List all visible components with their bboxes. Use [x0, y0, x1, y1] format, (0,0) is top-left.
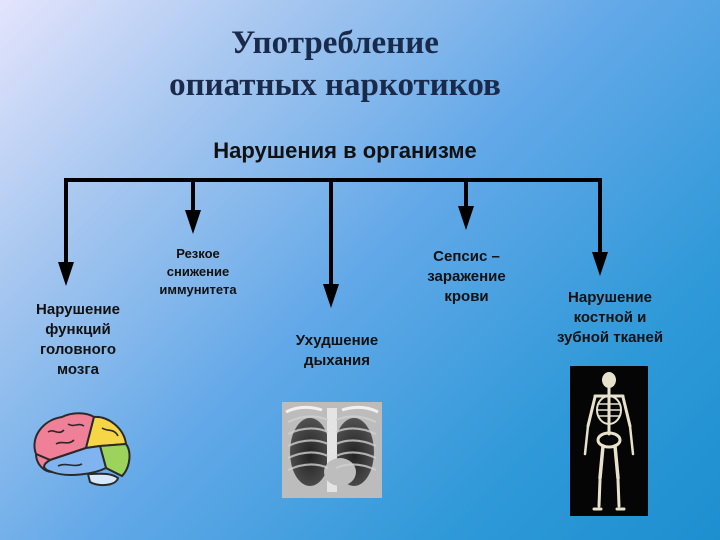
- effect-5-line-2: костной и: [573, 309, 647, 326]
- chest-xray-icon: [282, 402, 382, 498]
- brain-icon: [33, 412, 131, 487]
- arrow-to-effect-5: [592, 178, 608, 276]
- arrow-to-effect-4: [458, 178, 474, 230]
- effect-2-line-2: снижение: [166, 264, 230, 279]
- effect-5-line-1: Нарушение: [568, 289, 652, 306]
- slide-title: Употребление опиатных наркотиков: [0, 22, 670, 106]
- diagram-heading: Нарушения в организме: [213, 138, 477, 163]
- title-line-2: опиатных наркотиков: [169, 67, 501, 103]
- effect-label-brain: Нарушение функций головного мозга: [18, 300, 138, 380]
- effect-label-breathing: Ухудшение дыхания: [272, 331, 402, 371]
- effect-label-bone: Нарушение костной и зубной тканей: [538, 288, 682, 348]
- title-line-1: Употребление: [231, 25, 439, 61]
- effect-4-line-1: Сепсис –: [433, 248, 500, 265]
- effect-5-line-3: зубной тканей: [556, 329, 664, 346]
- effect-1-line-1: Нарушение: [36, 301, 120, 318]
- effect-2-line-3: иммунитета: [159, 282, 237, 297]
- effect-2-line-1: Резкое: [176, 246, 220, 261]
- arrow-to-effect-2: [185, 178, 201, 234]
- effect-4-line-2: заражение: [427, 268, 506, 285]
- arrow-to-effect-1: [58, 178, 74, 286]
- effect-3-line-1: Ухудшение: [295, 332, 379, 349]
- effect-1-line-2: функций: [45, 321, 111, 338]
- effect-1-line-4: мозга: [57, 361, 99, 378]
- skeleton-icon: [570, 366, 648, 516]
- effect-label-immunity: Резкое снижение иммунитета: [138, 245, 258, 299]
- effect-3-line-2: дыхания: [303, 352, 371, 369]
- arrow-to-effect-3: [323, 178, 339, 308]
- effect-4-line-3: крови: [444, 288, 489, 305]
- effect-label-sepsis: Сепсис – заражение крови: [404, 247, 529, 307]
- effect-1-line-3: головного: [40, 341, 116, 358]
